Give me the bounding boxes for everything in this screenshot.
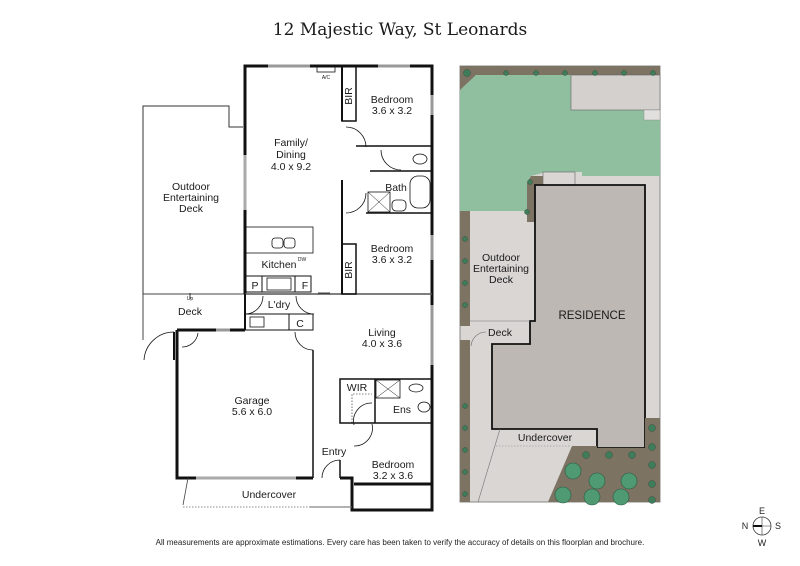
room-bedroom-1-name: Bedroom <box>371 94 414 106</box>
room-wir-name: WIR <box>347 382 368 394</box>
page-title: 12 Majestic Way, St Leonards <box>272 20 528 40</box>
room-living-dims: 4.0 x 3.6 <box>362 338 402 350</box>
site-plan <box>459 65 661 506</box>
dw-label: DW <box>298 257 307 263</box>
compass-north: N <box>742 521 749 531</box>
room-bath-name: Bath <box>385 182 407 194</box>
site-entertaining-label: Entertaining <box>473 263 529 275</box>
site-plan-labels: Outdoor Entertaining Deck Deck RESIDENCE… <box>473 252 626 444</box>
room-bedroom-1-dims: 3.6 x 3.2 <box>372 105 412 117</box>
room-entry-name: Entry <box>322 446 347 458</box>
room-bedroom-3-name: Bedroom <box>372 459 415 471</box>
room-outdoor-deck-name3: Deck <box>179 203 204 215</box>
pantry-label: P <box>251 280 258 292</box>
compass-west: W <box>758 538 767 548</box>
room-outdoor-deck-name2: Entertaining <box>163 192 219 204</box>
bir-1-label: BIR <box>343 87 355 105</box>
bir-2-label: BIR <box>343 261 355 279</box>
site-outdoor-label: Outdoor <box>482 252 520 264</box>
ac-label: A/C <box>322 75 331 81</box>
compass-east: E <box>759 506 765 516</box>
room-bedroom-3-dims: 3.2 x 3.6 <box>373 470 413 482</box>
room-deck-name: Deck <box>178 306 203 318</box>
room-kitchen-name: Kitchen <box>261 259 296 271</box>
disclaimer-text: All measurements are approximate estimat… <box>155 538 645 547</box>
room-garage-dims: 5.6 x 6.0 <box>232 406 272 418</box>
room-ens-name: Ens <box>393 404 411 416</box>
floor-plan <box>142 64 434 512</box>
room-undercover-name: Undercover <box>242 489 297 501</box>
room-living-name: Living <box>368 327 396 339</box>
room-family-dining-name: Family/ <box>274 137 308 149</box>
compass-south: S <box>775 521 781 531</box>
room-family-dining-dims: 4.0 x 9.2 <box>271 161 311 173</box>
cupboard-label: C <box>296 318 304 330</box>
room-family-dining-name2: Dining <box>276 149 306 161</box>
site-deck-label: Deck <box>488 327 513 339</box>
fridge-label: F <box>302 280 308 292</box>
site-residence-label: RESIDENCE <box>558 310 625 322</box>
room-bedroom-2-dims: 3.6 x 3.2 <box>372 254 412 266</box>
floor-plan-labels: A/C Family/ Dining 4.0 x 9.2 Bedroom 3.6… <box>163 75 415 501</box>
site-undercover-label: Undercover <box>518 432 573 444</box>
room-garage-name: Garage <box>234 395 269 407</box>
up-label: Up <box>187 296 194 302</box>
compass-icon: E N S W <box>742 506 781 548</box>
room-bedroom-2-name: Bedroom <box>371 243 414 255</box>
room-outdoor-deck-name: Outdoor <box>172 181 210 193</box>
room-laundry-name: L'dry <box>268 299 291 311</box>
site-deck-word-label: Deck <box>489 274 514 286</box>
